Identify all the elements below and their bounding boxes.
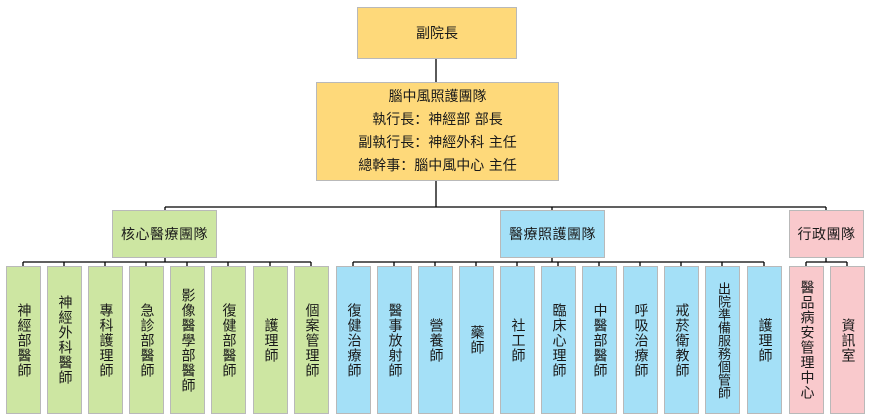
member-box: 出院準備服務個管師 [705,266,740,414]
member-box: 醫事放射師 [377,266,412,414]
member-box: 護理師 [747,266,782,414]
member-box: 護理師 [253,266,288,414]
medical-care-team-label: 醫療照護團隊 [509,227,596,243]
core-medical-team-box: 核心醫療團隊 [112,210,217,258]
member-label: 社工師 [509,317,526,363]
stroke-team-box: 腦中風照護團隊 執行長：神經部 部長 副執行長：神經外科 主任 總幹事：腦中風中… [316,82,559,181]
member-box: 中醫部醫師 [582,266,617,414]
member-label: 臨床心理師 [550,302,567,378]
member-label: 護理師 [262,317,279,363]
vice-president-box: 副院長 [357,7,517,59]
core-medical-team-label: 核心醫療團隊 [121,227,208,243]
member-label: 神經部醫師 [15,302,32,378]
member-label: 資訊室 [839,317,856,363]
member-label: 出院準備服務個管師 [715,281,730,399]
member-label: 神經外科醫師 [56,295,73,385]
vice-president-label: 副院長 [416,26,458,42]
medical-care-team-box: 醫療照護團隊 [500,210,605,258]
member-label: 復健治療師 [345,302,362,378]
member-label: 護理師 [756,317,773,363]
member-label: 呼吸治療師 [632,302,649,378]
member-box: 呼吸治療師 [623,266,658,414]
member-box: 戒菸衛教師 [664,266,699,414]
member-box: 影像醫學部醫師 [170,266,205,414]
member-label: 影像醫學部醫師 [179,287,196,393]
member-box: 復健治療師 [336,266,371,414]
member-box: 專科護理師 [88,266,123,414]
member-label: 個案管理師 [303,302,320,378]
member-box: 個案管理師 [294,266,329,414]
member-box: 臨床心理師 [541,266,576,414]
deputy-executive-director-line: 副執行長：神經外科 主任 [358,134,517,151]
stroke-team-title: 腦中風照護團隊 [388,88,487,105]
member-box: 社工師 [500,266,535,414]
administration-team-label: 行政團隊 [797,227,856,243]
member-label: 急診部醫師 [138,302,155,378]
member-box: 藥師 [459,266,494,414]
member-box: 資訊室 [830,266,865,414]
member-label: 中醫部醫師 [591,302,608,378]
administration-team-box: 行政團隊 [789,210,864,258]
secretary-general-line: 總幹事：腦中風中心 主任 [358,157,517,174]
member-label: 復健部醫師 [220,302,237,378]
member-label: 營養師 [427,317,444,363]
member-label: 戒菸衛教師 [673,302,690,378]
member-box: 營養師 [418,266,453,414]
member-label: 藥師 [468,325,485,355]
member-label: 醫事放射師 [386,302,403,378]
member-box: 神經部醫師 [6,266,41,414]
member-label: 專科護理師 [97,302,114,378]
executive-director-line: 執行長：神經部 部長 [372,111,503,128]
member-label: 醫品病安管理中心 [798,280,815,400]
member-box: 復健部醫師 [211,266,246,414]
member-box: 醫品病安管理中心 [789,266,824,414]
member-box: 神經外科醫師 [47,266,82,414]
member-box: 急診部醫師 [129,266,164,414]
